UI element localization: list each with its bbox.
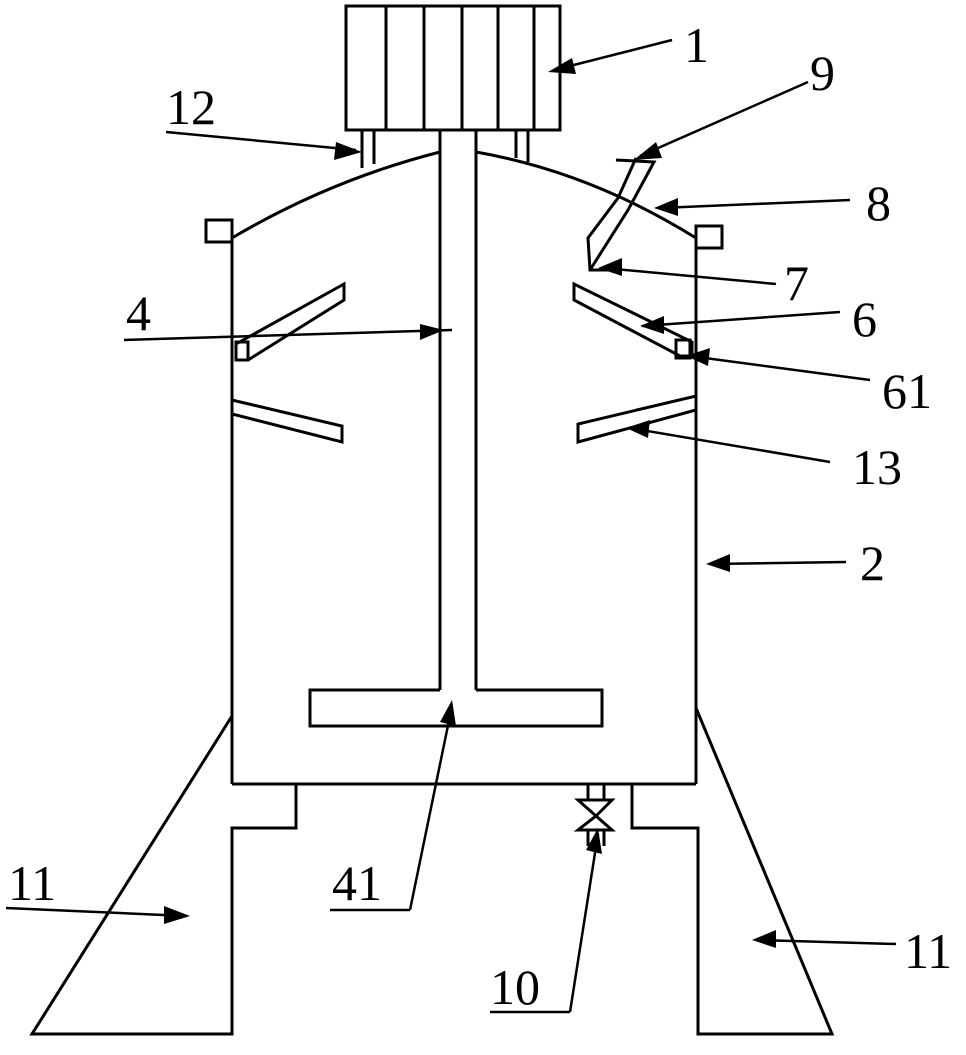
label-10: 10 <box>490 959 540 1015</box>
tank-body <box>230 238 698 786</box>
label-61: 61 <box>882 363 932 419</box>
label-13: 13 <box>852 439 902 495</box>
label-6: 6 <box>852 291 877 347</box>
label-11-right: 11 <box>904 923 952 979</box>
motor <box>344 4 562 132</box>
label-9: 9 <box>810 45 835 101</box>
lower-plates <box>230 394 698 444</box>
tank-lid <box>204 150 724 250</box>
label-8: 8 <box>866 175 891 231</box>
motor-supports <box>360 130 530 168</box>
stirring-shaft <box>308 130 604 728</box>
label-4: 4 <box>126 285 151 341</box>
labels: 1 9 12 8 7 4 6 61 13 2 41 11 11 10 <box>8 17 952 1015</box>
label-12: 12 <box>166 79 216 135</box>
label-41: 41 <box>332 855 382 911</box>
support-base <box>29 707 835 1036</box>
label-11-left: 11 <box>8 855 56 911</box>
discharge-valve <box>573 784 616 846</box>
label-1: 1 <box>684 17 709 73</box>
leader-lines <box>5 38 897 1014</box>
upper-baffles <box>234 281 694 362</box>
label-2: 2 <box>860 535 885 591</box>
label-7: 7 <box>784 255 809 311</box>
feed-pipe <box>586 157 657 272</box>
